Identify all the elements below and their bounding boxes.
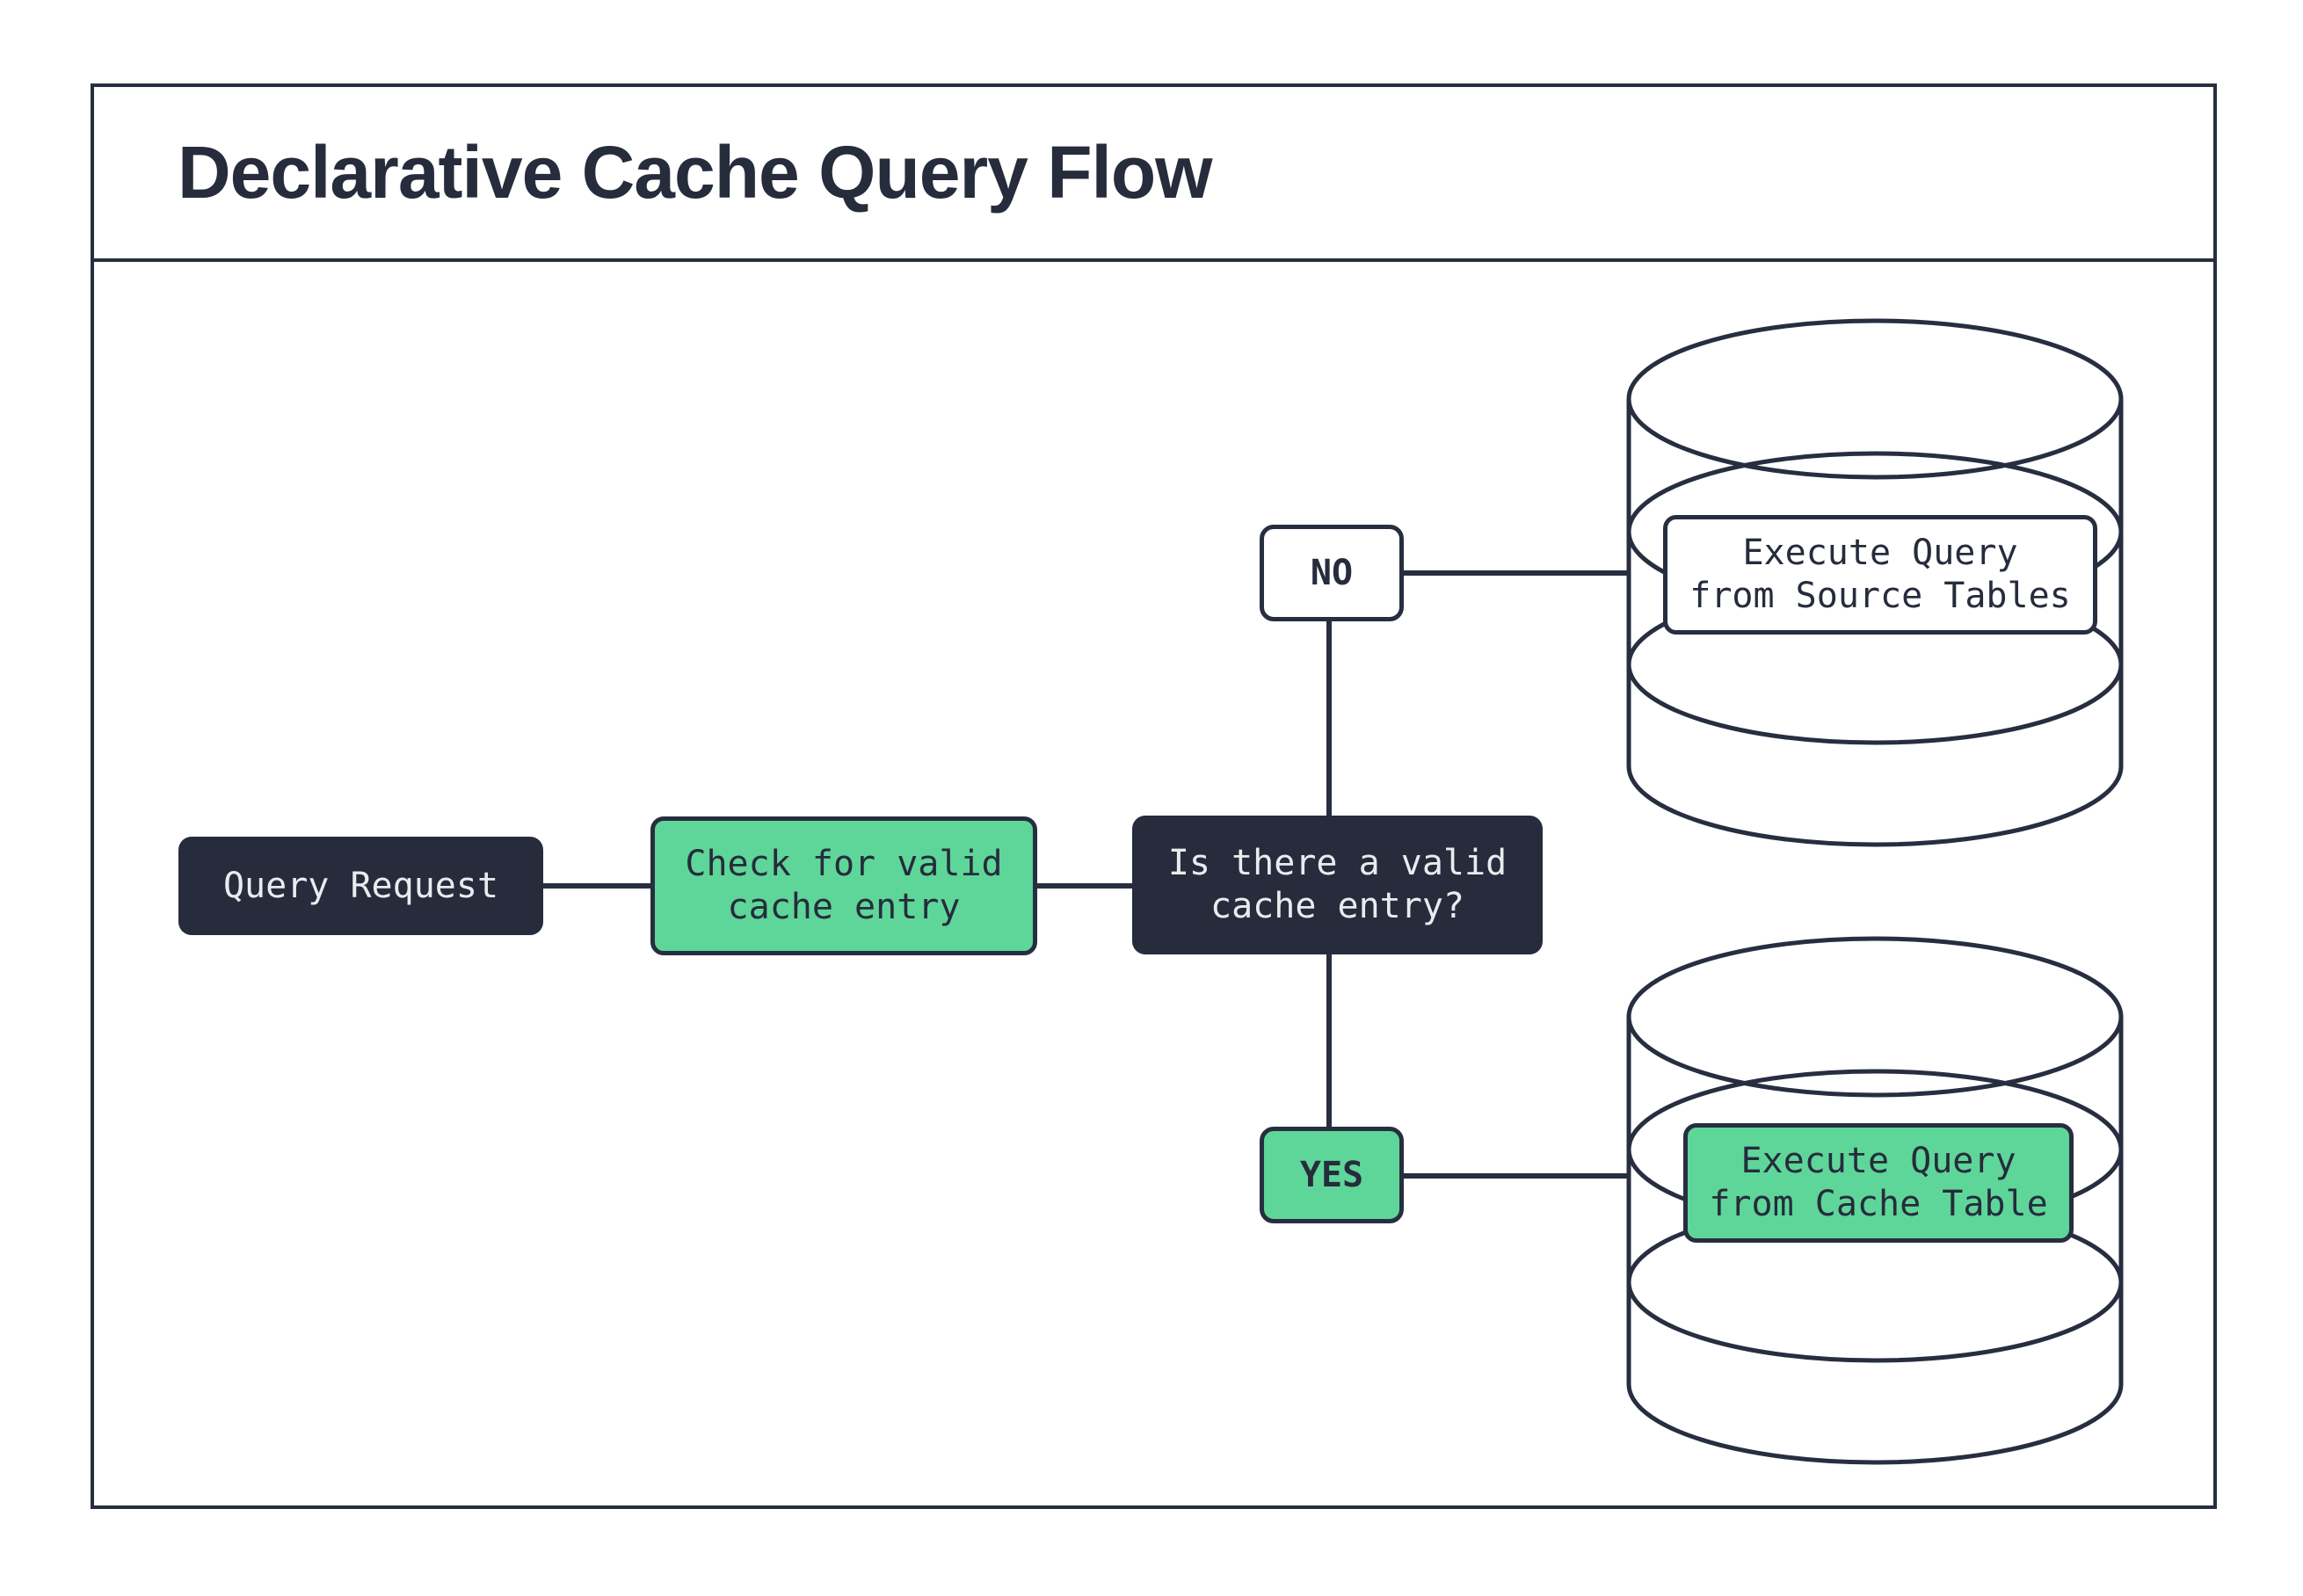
node-check-cache-entry: Check for valid cache entry: [650, 816, 1037, 955]
node-execute-query-cache-table: Execute Query from Cache Table: [1683, 1123, 2074, 1243]
node-query-request: Query Request: [178, 837, 543, 935]
edge-label-no: NO: [1260, 525, 1404, 621]
edge-label-yes: YES: [1260, 1127, 1404, 1223]
diagram-header: Declarative Cache Query Flow: [91, 83, 2217, 262]
node-decision-valid-cache: Is there a valid cache entry?: [1132, 816, 1543, 954]
node-execute-query-source-tables: Execute Query from Source Tables: [1663, 515, 2097, 635]
diagram-title: Declarative Cache Query Flow: [178, 131, 1213, 214]
